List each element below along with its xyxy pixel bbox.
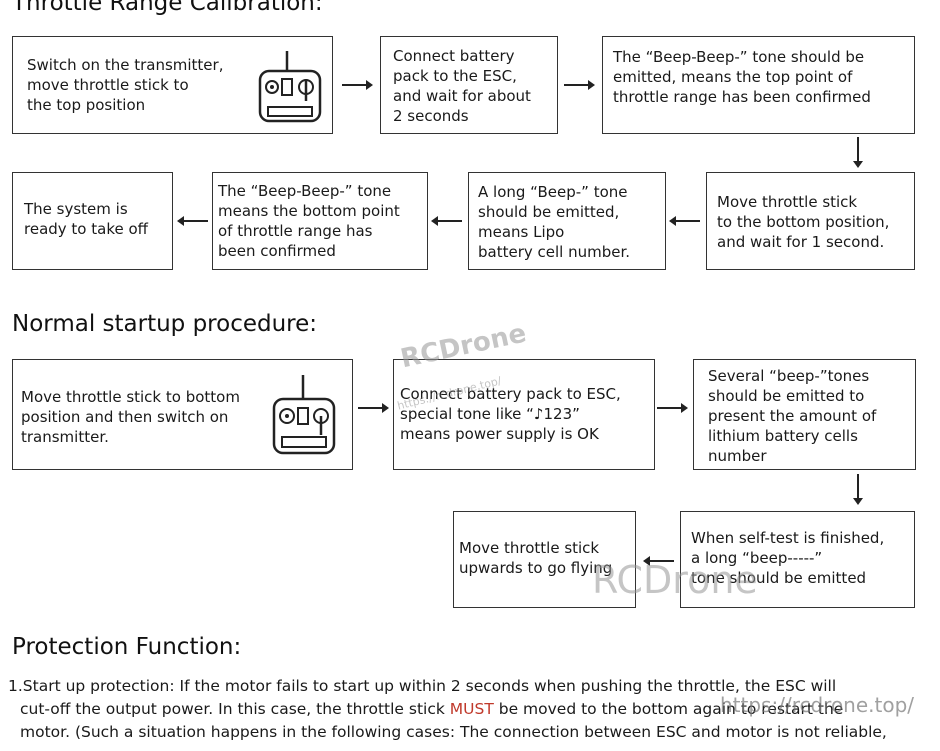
arrow-left-icon (643, 556, 674, 566)
arrow-left-icon (177, 216, 208, 226)
startup-step-4-text: When self-test is finished, a long “beep… (691, 529, 885, 587)
transmitter-icon (258, 51, 322, 123)
calibration-step-5: A long “Beep-” tone should be emitted, m… (468, 172, 666, 270)
calibration-step-2-text: Connect battery pack to the ESC, and wai… (393, 47, 531, 125)
calibration-step-3-text: The “Beep-Beep-” tone should be emitted,… (613, 48, 871, 106)
arrow-right-icon (564, 80, 595, 90)
startup-title: Normal startup procedure: (12, 311, 318, 337)
startup-step-1: Move throttle stick to bottom position a… (12, 359, 353, 470)
calibration-title: Throttle Range Calibration: (12, 0, 323, 16)
protection-title: Protection Function: (12, 634, 242, 660)
calibration-step-4: Move throttle stick to the bottom positi… (706, 172, 915, 270)
calibration-step-6-text: The “Beep-Beep-” tone means the bottom p… (218, 182, 400, 260)
must-keyword: MUST (449, 700, 494, 718)
calibration-step-7-text: The system is ready to take off (24, 200, 148, 238)
arrow-right-icon (342, 80, 373, 90)
protection-line-2-before: cut-off the output power. In this case, … (20, 700, 450, 718)
calibration-step-1-text: Switch on the transmitter, move throttle… (27, 56, 224, 114)
protection-line-2: cut-off the output power. In this case, … (20, 698, 843, 721)
startup-step-5: Move throttle stick upwards to go flying (453, 511, 636, 608)
calibration-step-4-text: Move throttle stick to the bottom positi… (717, 193, 890, 251)
watermark-brand-large: RCDrone (592, 558, 758, 602)
watermark-url-corner: https://rcdrone.top/ (720, 693, 915, 717)
startup-step-3-text: Several “beep-”tones should be emitted t… (708, 367, 877, 465)
protection-line-1: 1.Start up protection: If the motor fail… (8, 677, 837, 695)
calibration-step-6: The “Beep-Beep-” tone means the bottom p… (212, 172, 428, 270)
startup-step-2: Connect battery pack to ESC, special ton… (393, 359, 655, 470)
calibration-step-3: The “Beep-Beep-” tone should be emitted,… (602, 36, 915, 134)
protection-line-2-after: be moved to the bottom again to restart … (493, 700, 844, 718)
arrow-right-icon (657, 403, 688, 413)
transmitter-icon (272, 375, 336, 455)
startup-step-3: Several “beep-”tones should be emitted t… (693, 359, 916, 470)
startup-step-5-text: Move throttle stick upwards to go flying (459, 539, 613, 577)
calibration-step-7: The system is ready to take off (12, 172, 173, 270)
calibration-step-1: Switch on the transmitter, move throttle… (12, 36, 333, 134)
calibration-step-2: Connect battery pack to the ESC, and wai… (380, 36, 558, 134)
startup-step-1-text: Move throttle stick to bottom position a… (21, 388, 240, 446)
calibration-step-5-text: A long “Beep-” tone should be emitted, m… (478, 183, 631, 261)
startup-step-4: When self-test is finished, a long “beep… (680, 511, 915, 608)
arrow-down-icon (853, 474, 863, 505)
arrow-down-icon (853, 137, 863, 168)
arrow-left-icon (431, 216, 462, 226)
arrow-left-icon (669, 216, 700, 226)
arrow-right-icon (358, 403, 389, 413)
startup-step-2-text: Connect battery pack to ESC, special ton… (400, 385, 621, 443)
protection-line-3: motor. (Such a situation happens in the … (20, 723, 887, 741)
